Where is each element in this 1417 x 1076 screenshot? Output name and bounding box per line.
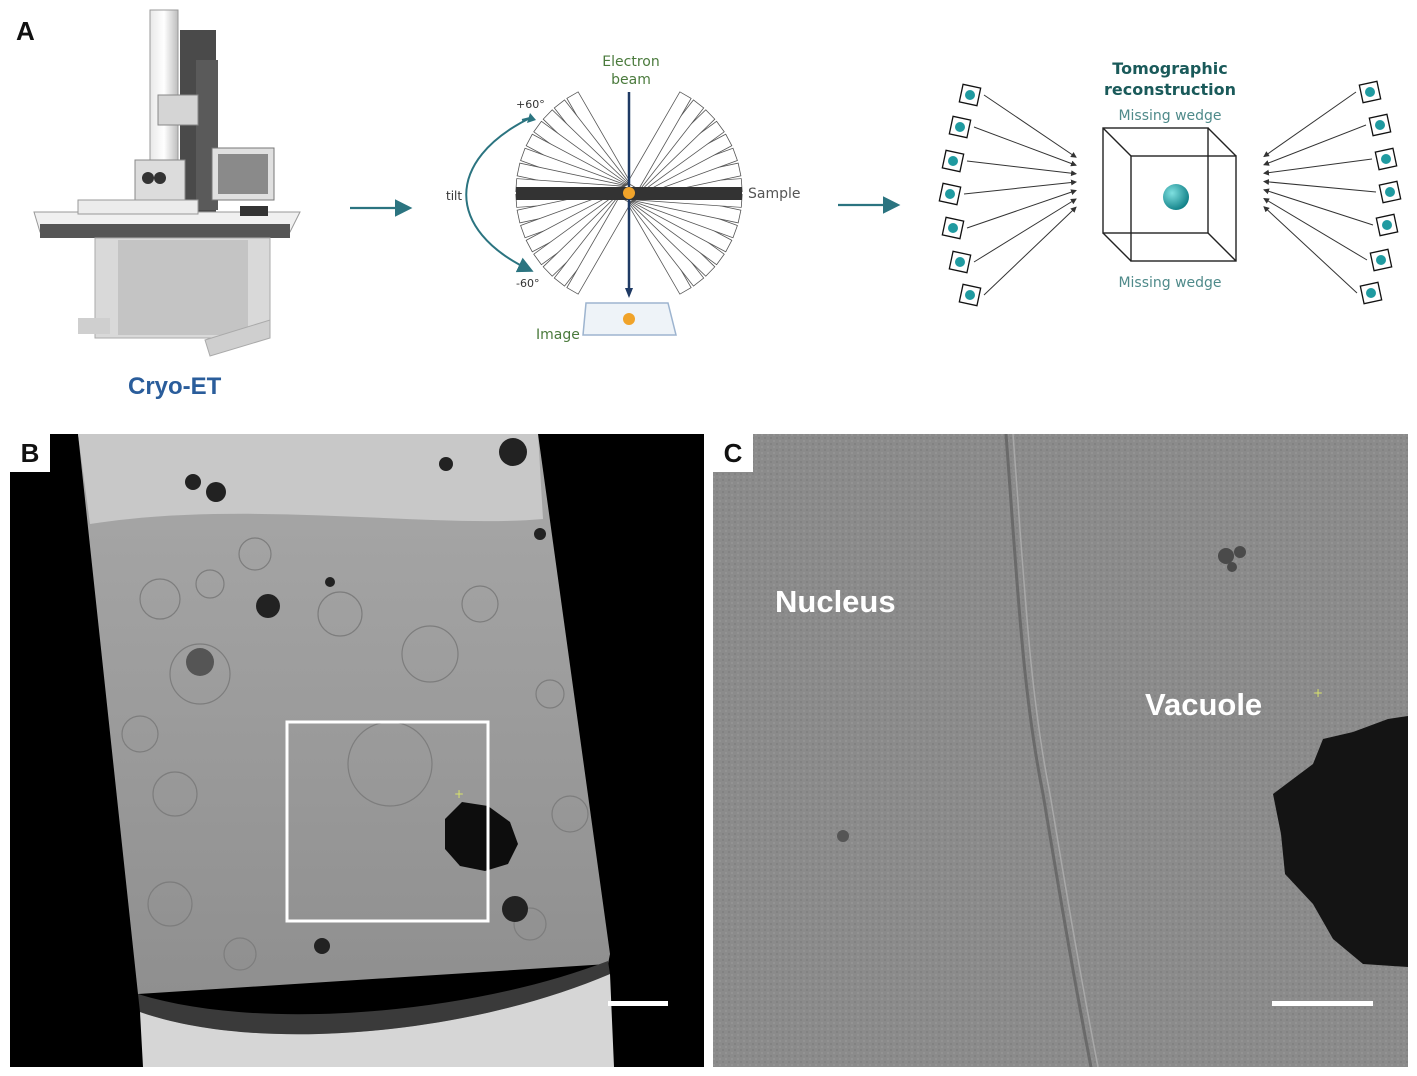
projection-ray xyxy=(1263,178,1377,193)
tilt-slab xyxy=(626,91,692,190)
projection-particle xyxy=(1381,154,1391,164)
projection-particle xyxy=(955,122,965,132)
dark-crystal xyxy=(1273,716,1408,967)
nucleus-label: Nucleus xyxy=(775,584,896,619)
projection-ray xyxy=(963,179,1077,195)
reconstruction-title-1: Tomographic xyxy=(1112,59,1227,78)
svg-text:+: + xyxy=(1313,686,1323,700)
missing-wedge-bottom: Missing wedge xyxy=(1118,275,1221,291)
reconstruction-title-2: reconstruction xyxy=(1104,80,1236,99)
reconstruction-sphere xyxy=(1163,184,1189,210)
projection-ray xyxy=(1263,158,1373,176)
projection-particle xyxy=(1366,288,1376,298)
projection-particle xyxy=(955,257,965,267)
image-label: Image xyxy=(536,327,580,343)
dark-inclusion xyxy=(445,802,518,871)
projection-particle xyxy=(945,189,955,199)
projection-ray xyxy=(973,198,1077,263)
angle-bottom-label: -60° xyxy=(516,277,539,290)
scale-bar-b xyxy=(608,1001,668,1006)
panel-a: A xyxy=(0,0,1417,420)
panel-letter-c: C xyxy=(713,434,753,472)
angle-top-label: +60° xyxy=(516,98,545,111)
roi-box xyxy=(285,720,490,923)
projection-particle xyxy=(1375,120,1385,130)
schematic-svg: Electron beam +60° -60° tilt Sample Imag… xyxy=(33,9,1402,357)
projection-ray xyxy=(1263,206,1358,294)
panel-b: + B xyxy=(10,434,704,1067)
projection-particle xyxy=(1365,87,1375,97)
tilt-arc xyxy=(465,117,534,273)
panel-letter-a: A xyxy=(16,16,35,46)
projection-ray xyxy=(966,189,1077,229)
projection-particle xyxy=(965,90,975,100)
projection-particle xyxy=(1382,220,1392,230)
beam-label-line1: Electron xyxy=(602,54,659,70)
projection-ray xyxy=(973,126,1077,167)
scale-bar-c xyxy=(1272,1001,1373,1006)
tilt-fan xyxy=(515,91,743,295)
vacuole-label: Vacuole xyxy=(1145,687,1263,722)
projection-ray xyxy=(966,160,1077,177)
projection-ray xyxy=(1263,124,1367,166)
svg-text:+: + xyxy=(454,787,464,801)
microscope-icon xyxy=(33,9,301,357)
projection-images xyxy=(938,80,1402,307)
projection-ray xyxy=(983,94,1077,158)
projection-particle xyxy=(948,223,958,233)
projection-ray xyxy=(983,206,1077,296)
cryo-et-label: Cryo-ET xyxy=(128,373,222,400)
panel-letter-b: B xyxy=(10,434,50,472)
panel-b-micrograph: + xyxy=(78,434,614,1067)
projection-ray xyxy=(1263,91,1357,158)
panel-c: + Nucleus Vacuole C xyxy=(713,434,1408,1067)
projection-ray xyxy=(1263,197,1368,261)
missing-wedge-top: Missing wedge xyxy=(1118,108,1221,124)
tilt-label: tilt xyxy=(446,189,462,203)
projection-particle xyxy=(1385,187,1395,197)
beam-label-line2: beam xyxy=(611,72,651,88)
projection-ray xyxy=(1263,188,1374,226)
projection-particle xyxy=(965,290,975,300)
projection-particle xyxy=(948,156,958,166)
reconstruction-cube xyxy=(1102,127,1237,262)
panel-c-micrograph: + xyxy=(713,434,1408,1067)
projection-particle xyxy=(1376,255,1386,265)
sample-dot xyxy=(623,187,635,199)
sample-label: Sample xyxy=(748,186,801,202)
